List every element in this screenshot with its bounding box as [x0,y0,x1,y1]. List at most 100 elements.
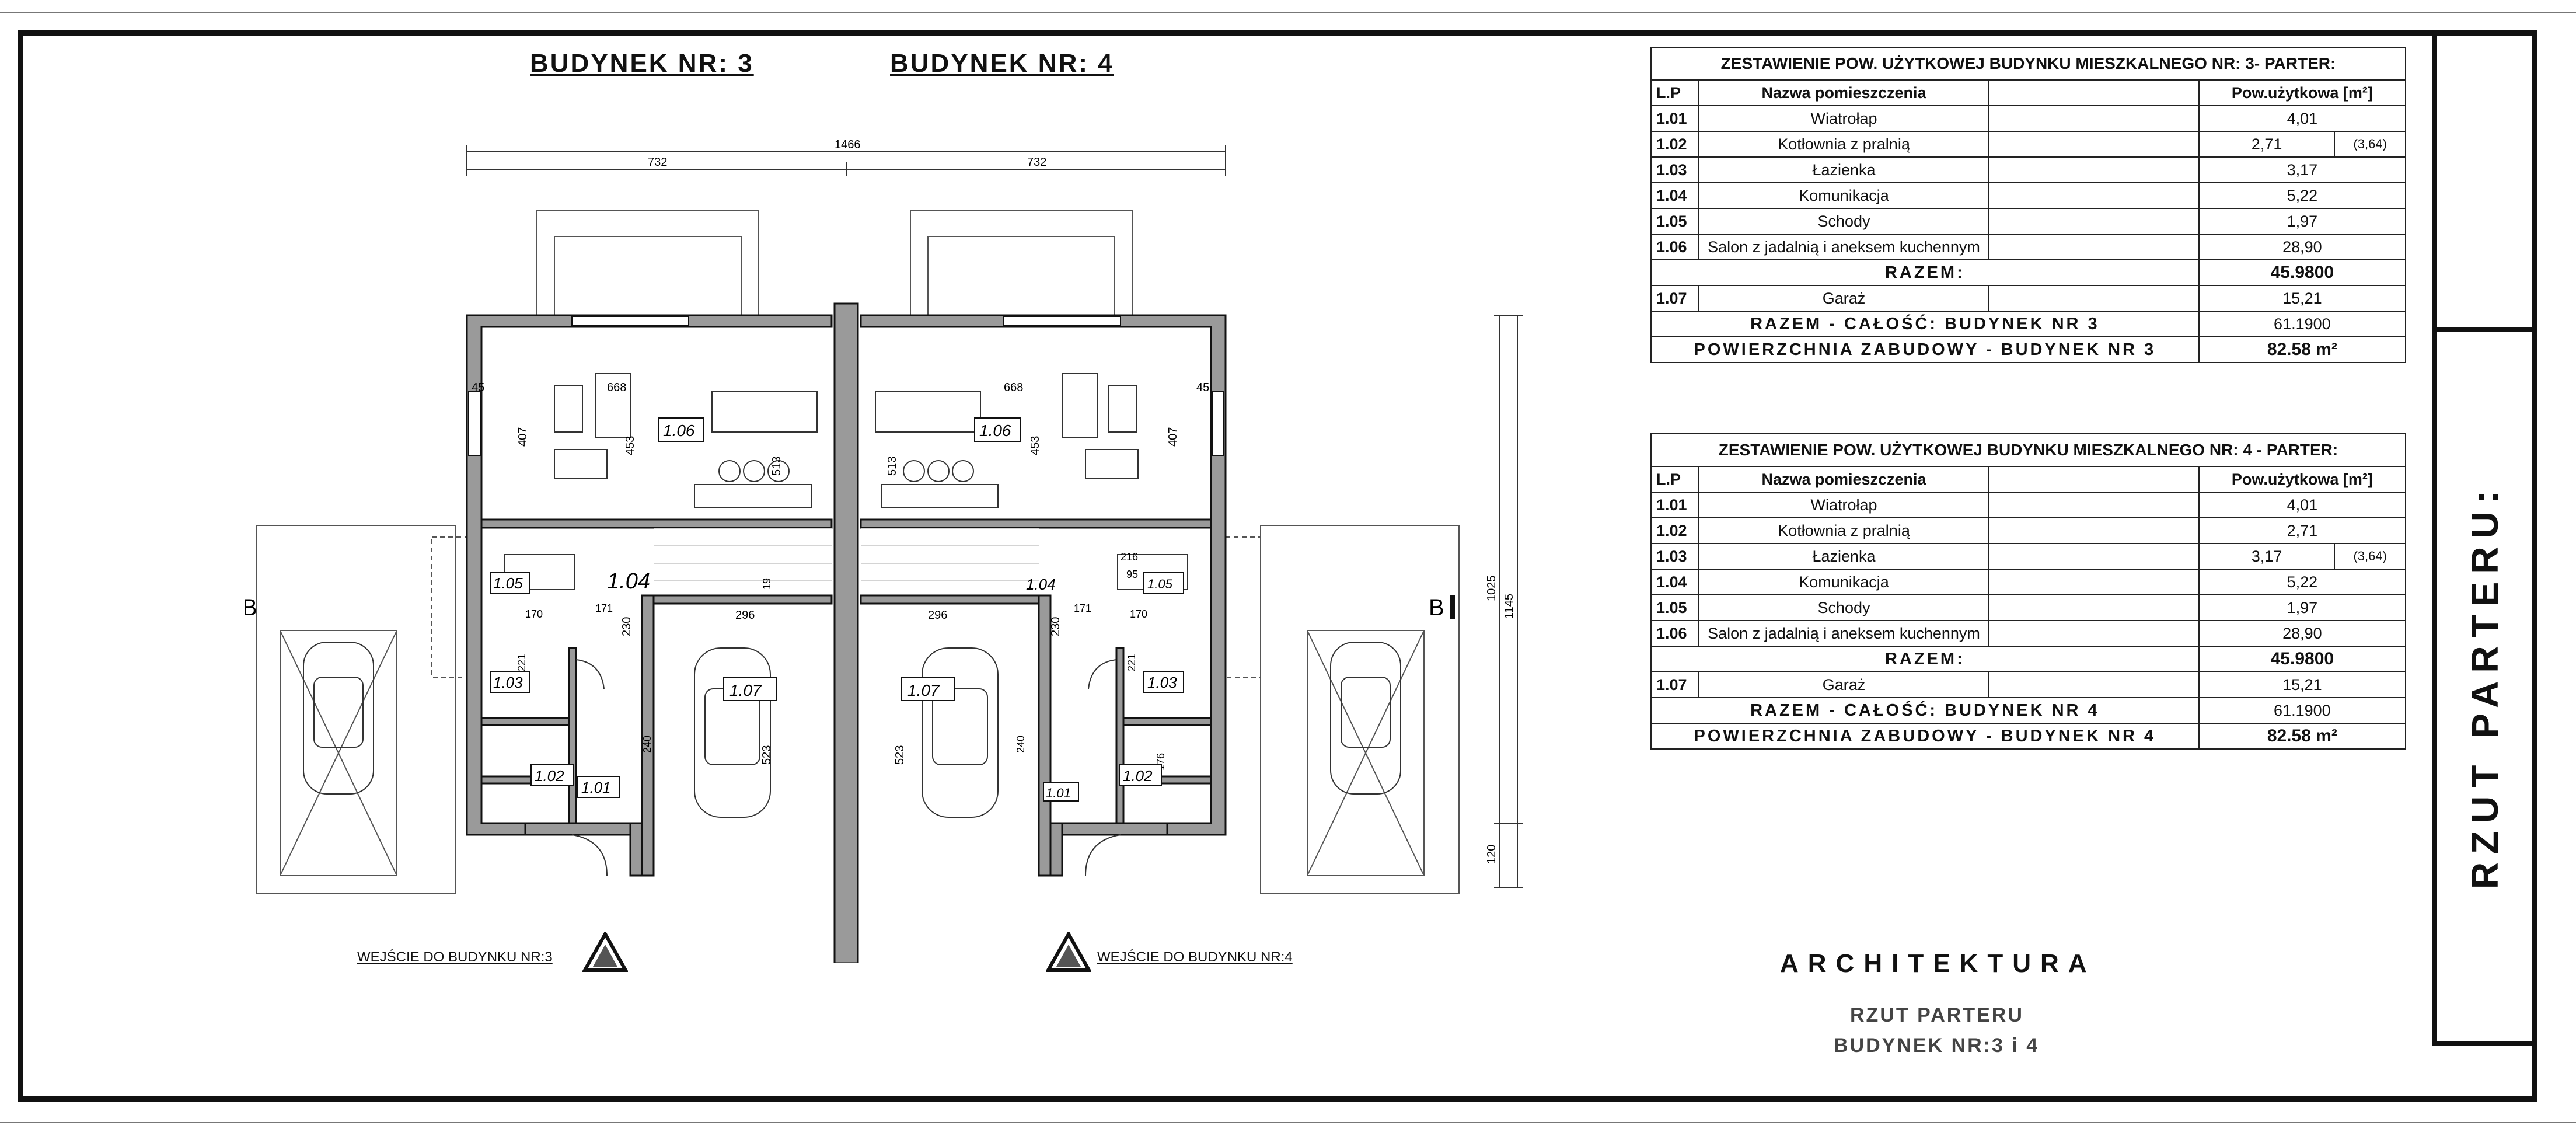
table3-razem-label: RAZEM: [1650,259,2200,286]
room-label-1-03-right: 1.03 [1147,674,1177,691]
table3-row6-area: 28,90 [2198,234,2407,260]
table4-row1-area: 4,01 [2198,492,2407,518]
outer-frame [18,30,2537,1102]
dim-living-d2-left: 453 [624,436,637,455]
table3-row5-name: Schody [1698,208,1990,235]
table3-row3-name: Łazienka [1698,156,1990,183]
dim-half-right: 732 [1027,156,1046,169]
table4-garage-lp: 1.07 [1650,671,1699,698]
table3-garage-area: 15,21 [2198,285,2407,312]
section-marker-right: B [1429,595,1444,621]
dim-living-d3-right: 513 [886,457,899,476]
dim-171-right: 171 [1074,602,1091,614]
entrance-triangle-left-icon [582,932,628,972]
windows [468,316,1224,456]
sheet-hairline [0,12,2576,1123]
room-label-1-02-right: 1.02 [1123,767,1153,785]
table3-total-value: 61.1900 [2198,311,2407,337]
table3-col-area: Pow.użytkowa [m²] [2198,79,2407,106]
dim-garage-w-left: 296 [735,609,755,622]
dim-living-d-left: 407 [516,427,529,447]
dim-95: 95 [1126,569,1138,580]
dim-19: 19 [761,578,773,590]
dim-living-d-right: 407 [1167,427,1179,447]
dim-wall-left: 45 [472,381,484,394]
table3-row4-lp: 1.04 [1650,182,1699,209]
table-row: 1.03 Łazienka 3,17 (3,64) [1650,543,2406,570]
table3-row2-blank [1988,131,2200,158]
table3-row1-blank [1988,105,2200,132]
table3-row4-blank [1988,182,2200,209]
table4-row3-note: (3,64) [2334,543,2406,570]
entrance-label-right: WEJŚCIE DO BUDYNKU NR:4 [1097,949,1293,965]
table4-row5-area: 1,97 [2198,594,2407,621]
table3-row5-blank [1988,208,2200,235]
table3-row4-name: Komunikacja [1698,182,1990,209]
table4-row6-area: 28,90 [2198,620,2407,647]
dim-garage-d-right: 523 [893,745,906,765]
room-label-boxes [490,417,1184,802]
table4-razem-value: 45.9800 [2198,646,2407,672]
dim-total-width: 1466 [835,138,861,151]
table4-row5-name: Schody [1698,594,1990,621]
dim-half-left: 732 [648,156,667,169]
table-row: 1.02 Kotłownia z pralnią 2,71 (3,64) [1650,131,2406,158]
table4-row6-blank [1988,620,2200,647]
dim-240-left: 240 [641,736,653,753]
terraces [536,210,1133,316]
side-title-panel [2432,30,2537,1046]
table4-total-label: RAZEM - CAŁOŚĆ: BUDYNEK NR 4 [1650,697,2200,724]
table3-row2-lp: 1.02 [1650,131,1699,158]
table4-row3-area: 3,17 [2198,543,2336,570]
dim-garage-w-right: 296 [928,609,947,622]
floor-plan: B B 1466 732 732 668 668 45 45 407 453 5… [245,138,1523,963]
table4-row2-lp: 1.02 [1650,517,1699,544]
walls [466,302,1227,963]
table-row: 1.06 Salon z jadalnią i aneksem kuchenny… [1650,234,2407,260]
table3-col-lp: L.P [1650,79,1699,106]
table-row: 1.02 Kotłownia z pralnią 2,71 [1650,517,2407,544]
table4-row4-area: 5,22 [2198,569,2407,595]
table-row: 1.01 Wiatrołap 4,01 [1650,105,2407,132]
dim-240-right: 240 [1015,736,1027,753]
table3-total-label: RAZEM - CAŁOŚĆ: BUDYNEK NR 3 [1650,311,2200,337]
table4-row6-lp: 1.06 [1650,620,1699,647]
table3-row6-name: Salon z jadalnią i aneksem kuchennym [1698,234,1990,260]
room-label-1-05-left: 1.05 [493,574,523,592]
side-title-text: RZUT PARTERU: [2464,482,2506,890]
table4-title: ZESTAWIENIE POW. UŻYTKOWEJ BUDYNKU MIESZ… [1650,433,2406,467]
room-label-1-03-left: 1.03 [493,674,523,691]
room-label-1-04-left: 1.04 [607,569,650,594]
title-building: BUDYNEK NR:3 i 4 [1834,1034,2040,1057]
table3-razem-value: 45.9800 [2198,259,2407,286]
table3-row1-name: Wiatrołap [1698,105,1990,132]
entrance-triangle-right-icon [1046,932,1091,972]
table4-row4-blank [1988,569,2200,595]
dim-230-right: 230 [1049,617,1062,636]
room-label-1-07-left: 1.07 [729,681,762,699]
table3-col-blank [1988,79,2200,106]
table4-row5-lp: 1.05 [1650,594,1699,621]
table4-col-name: Nazwa pomieszczenia [1698,466,1990,493]
table3-row6-blank [1988,234,2200,260]
table3-garage-lp: 1.07 [1650,285,1699,312]
section-marker-left: B [245,595,257,621]
dim-221-left: 221 [516,654,528,671]
table3-row2-name: Kotłownia z pralnią [1698,131,1990,158]
dim-living-w-left: 668 [607,381,626,394]
room-label-1-01-right: 1.01 [1046,786,1071,800]
table4-row3-blank [1988,543,2200,570]
dim-living-d2-right: 453 [1029,436,1042,455]
table-row: 1.05 Schody 1,97 [1650,208,2407,235]
table3-row3-lp: 1.03 [1650,156,1699,183]
dim-garage-d-left: 523 [760,745,773,765]
cars [303,642,1401,818]
room-label-1-07-right: 1.07 [907,681,940,699]
entrance-label-left: WEJŚCIE DO BUDYNKU NR:3 [357,949,553,965]
table3-title: ZESTAWIENIE POW. UŻYTKOWEJ BUDYNKU MIESZ… [1650,47,2406,81]
table3-row3-blank [1988,156,2200,183]
table3-garage-name: Garaż [1698,285,1990,312]
table3-row5-lp: 1.05 [1650,208,1699,235]
table4-row2-area: 2,71 [2198,517,2407,544]
dim-216: 216 [1121,551,1138,563]
